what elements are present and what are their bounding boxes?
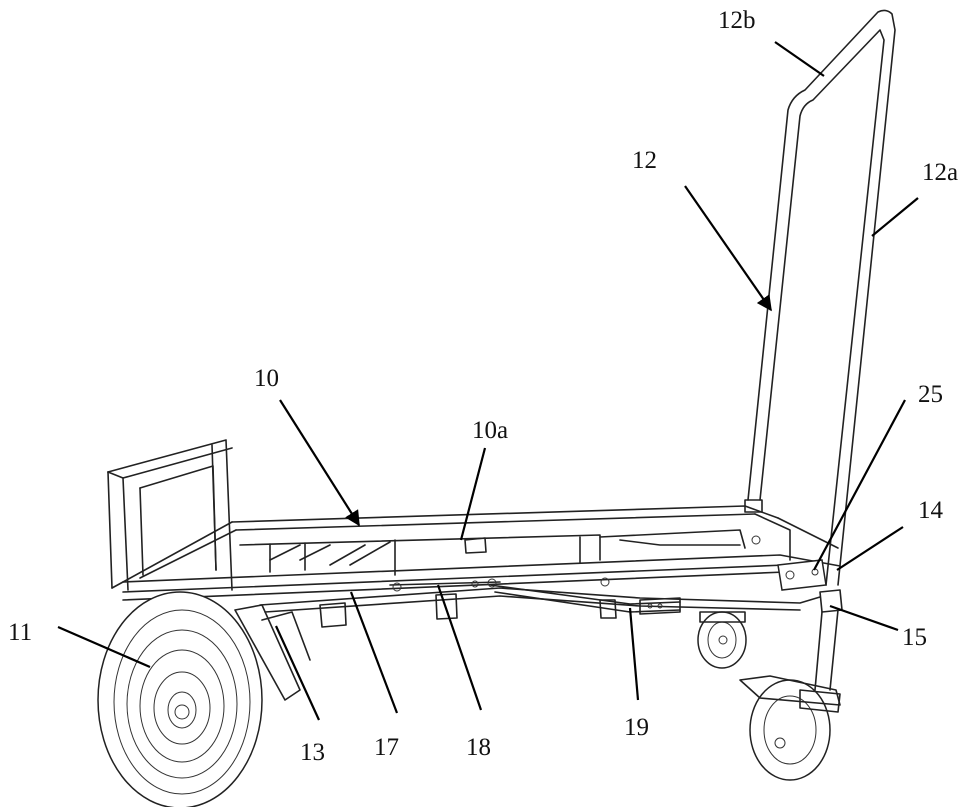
handle-frame (745, 10, 895, 585)
label-12: 12 (632, 147, 657, 174)
label-10: 10 (254, 365, 279, 392)
label-18: 18 (466, 734, 491, 761)
platform-frame (112, 506, 840, 600)
label-12b: 12b (718, 7, 756, 34)
label-15: 15 (902, 624, 927, 651)
label-11: 11 (8, 619, 32, 646)
label-13: 13 (300, 739, 325, 766)
caster-wheels (698, 612, 840, 780)
label-10a: 10a (472, 417, 508, 444)
label-17: 17 (374, 734, 399, 761)
label-25: 25 (918, 381, 943, 408)
label-14: 14 (918, 497, 944, 524)
main-wheel (98, 592, 310, 807)
front-backrest (108, 440, 232, 590)
lower-linkage (260, 578, 842, 690)
label-12a: 12a (922, 159, 958, 186)
label-19: 19 (624, 714, 649, 741)
